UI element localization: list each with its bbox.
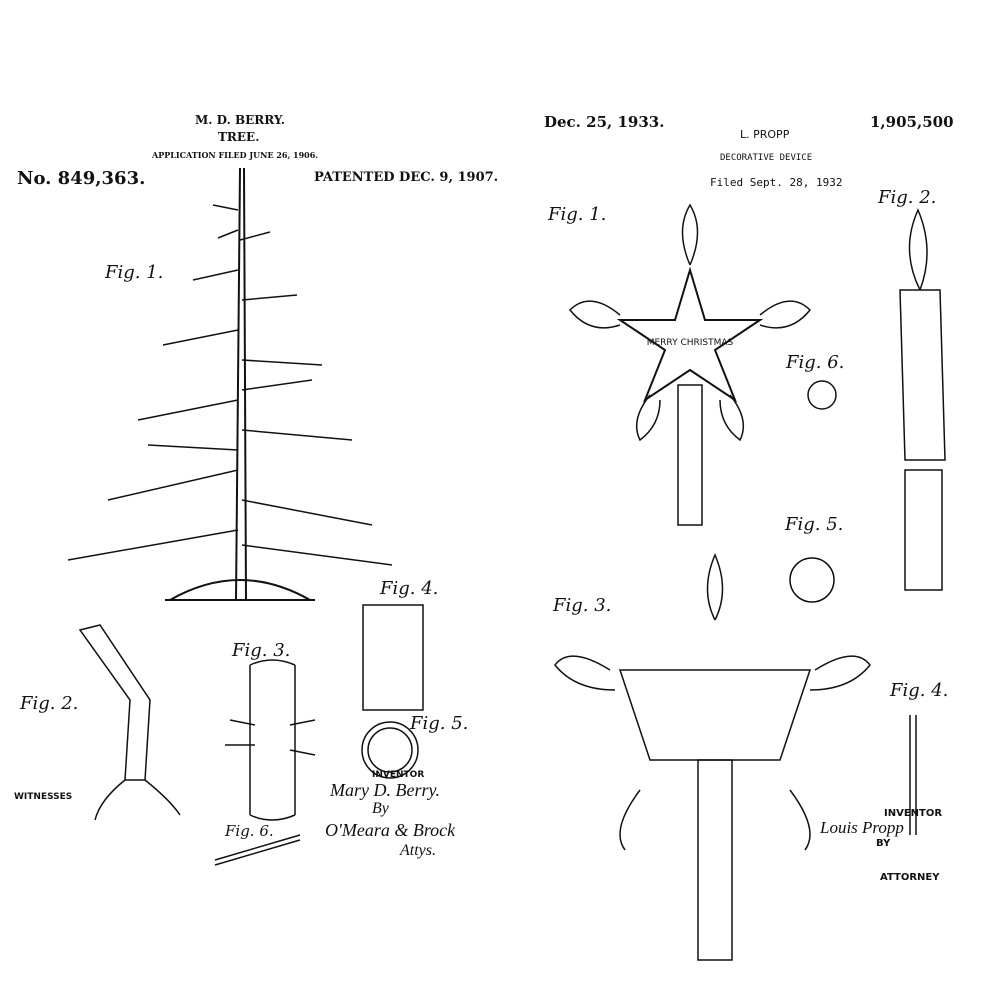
left-attorneys-signature: O'Meara & Brock xyxy=(325,820,456,840)
octagon-section-drawing xyxy=(789,557,835,603)
right-fig-6-label: Fig. 6. xyxy=(786,352,845,373)
right-fig-4-label: Fig. 4. xyxy=(890,680,949,701)
right-patent-number: 1,905,500 xyxy=(870,113,954,131)
branch-stand-drawing xyxy=(78,624,181,821)
left-inventor-name: M. D. BERRY. xyxy=(195,113,286,127)
left-fig-6-label: Fig. 6. xyxy=(225,822,274,840)
wire-section-drawing xyxy=(909,715,917,835)
left-attorneys-label: Attys. xyxy=(400,842,436,859)
left-patent-number: No. 849,363. xyxy=(17,168,146,189)
exploded-star-drawing xyxy=(554,553,871,961)
star-topper-drawing xyxy=(568,203,812,526)
side-view-drawing xyxy=(899,208,946,591)
ring-section-drawing xyxy=(361,721,419,779)
clip-ring-drawing xyxy=(807,380,837,410)
left-by-label: By xyxy=(372,800,389,817)
right-date: Dec. 25, 1933. xyxy=(544,113,665,131)
right-fig-3-label: Fig. 3. xyxy=(553,595,612,616)
right-by-label: BY xyxy=(876,838,891,849)
left-fig-1-label: Fig. 1. xyxy=(105,262,164,283)
right-fig-2-label: Fig. 2. xyxy=(878,187,937,208)
witnesses-label: WITNESSES xyxy=(14,792,73,802)
right-attorney-label: ATTORNEY xyxy=(880,872,940,883)
right-title: DECORATIVE DEVICE xyxy=(720,153,813,163)
star-text: MERRY CHRISTMAS xyxy=(647,338,734,348)
bark-section-drawing xyxy=(362,604,424,711)
left-inventor-signature: Mary D. Berry. xyxy=(330,780,440,800)
right-fig-5-label: Fig. 5. xyxy=(785,514,844,535)
left-title: TREE. xyxy=(218,130,260,144)
left-fig-2-label: Fig. 2. xyxy=(20,693,79,714)
left-patented-date: PATENTED DEC. 9, 1907. xyxy=(314,170,499,185)
right-fig-1-label: Fig. 1. xyxy=(548,204,607,225)
tree-drawing xyxy=(67,167,393,601)
right-inventor-label: INVENTOR xyxy=(884,808,943,819)
left-inventor-label: INVENTOR xyxy=(372,770,425,780)
left-fig-5-label: Fig. 5. xyxy=(410,713,469,734)
branch-clip-drawing xyxy=(214,834,301,866)
left-application-filed: APPLICATION FILED JUNE 26, 1906. xyxy=(152,150,319,160)
left-fig-3-label: Fig. 3. xyxy=(232,640,291,661)
right-inventor-signature: Louis Propp xyxy=(820,818,904,837)
right-inventor-name: L. PROPP xyxy=(740,128,790,141)
right-filed: Filed Sept. 28, 1932 xyxy=(710,176,843,189)
left-fig-4-label: Fig. 4. xyxy=(380,578,439,599)
trunk-section-drawing xyxy=(225,659,316,821)
